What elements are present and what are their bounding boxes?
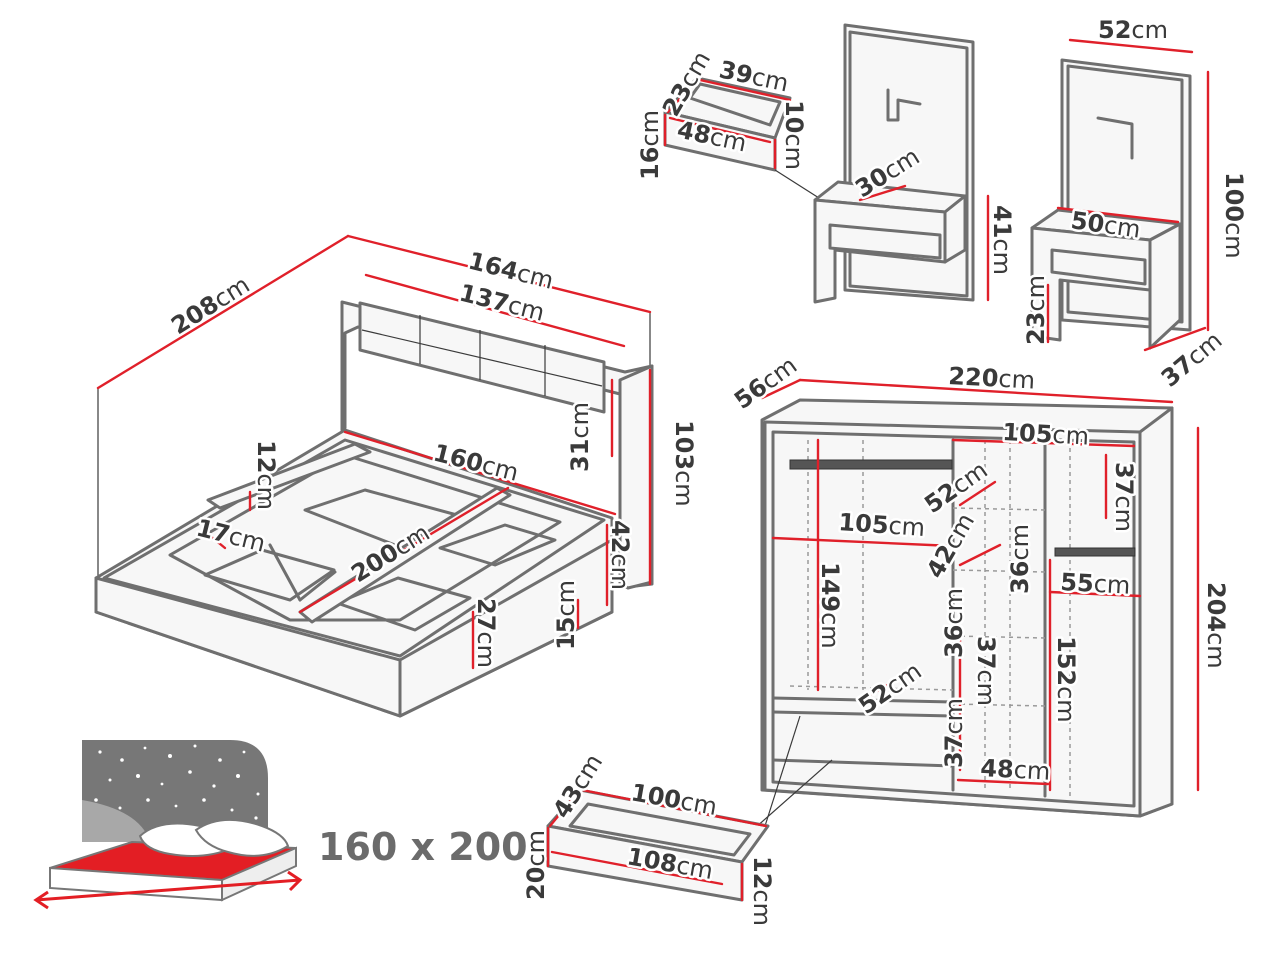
nightstand-right-width-label: 52cm — [1098, 16, 1168, 44]
bed-side-rail-height-label: 12cm — [252, 440, 280, 510]
wardrobe-shelf-gap-3-label: 36cm — [940, 588, 968, 658]
wardrobe-drawer-height-label: 20cm — [522, 830, 550, 900]
mattress-size-icon — [33, 740, 303, 910]
wardrobe-drawer-inner-width-label: 108cm — [625, 842, 715, 885]
bed-depth-label: 208cm — [166, 270, 254, 340]
nightstand-right-panel-height-label: 100cm — [1220, 172, 1248, 259]
small-drawer-side-height-label: 10cm — [780, 100, 808, 170]
wardrobe-drawer-side-height-label: 12cm — [748, 856, 776, 926]
nightstand-right-drawing — [1030, 38, 1210, 352]
nightstand-right-leg-height-label: 23cm — [1022, 275, 1050, 345]
wardrobe-bottom-shelf-label: 37cm — [940, 698, 968, 768]
wardrobe-right-rail-height-label: 152cm — [1052, 636, 1080, 723]
wardrobe-section-width-2-label: 105cm — [838, 508, 926, 542]
wardrobe-drawing — [754, 378, 1200, 829]
wardrobe-rail-height-label: 149cm — [816, 562, 844, 649]
wardrobe-shelf-gap-2-label: 36cm — [1006, 524, 1034, 594]
bed-leg-height-label: 15cm — [552, 580, 580, 650]
wardrobe-drawer-drawing — [546, 788, 770, 902]
wardrobe-inner-drawer-width-label: 48cm — [980, 754, 1051, 786]
bed-side-panel-height-label: 42cm — [606, 520, 634, 590]
bed-footboard-height-label: 27cm — [472, 598, 500, 668]
small-drawer-height-label: 16cm — [636, 110, 664, 180]
bed-drawing — [94, 234, 654, 718]
wardrobe-top-shelf-height-label: 37cm — [1110, 462, 1138, 532]
wardrobe-right-rail-width-label: 55cm — [1060, 568, 1131, 600]
bed-headboard-panel-height-label: 31cm — [566, 402, 594, 472]
nightstand-left-height-label: 41cm — [988, 205, 1016, 275]
wardrobe-height-label: 204cm — [1202, 582, 1230, 669]
nightstand-right-depth-label: 37cm — [1156, 326, 1228, 392]
mattress-size-label: 160 x 200 — [318, 825, 528, 869]
small-drawer-drawing — [663, 76, 831, 206]
wardrobe-width-label: 220cm — [948, 362, 1036, 394]
nightstand-left-drawing — [813, 23, 990, 304]
bed-height-label: 103cm — [670, 420, 698, 507]
wardrobe-shelf-gap-4-label: 37cm — [972, 636, 1000, 706]
wardrobe-section-width-label: 105cm — [1002, 418, 1090, 450]
